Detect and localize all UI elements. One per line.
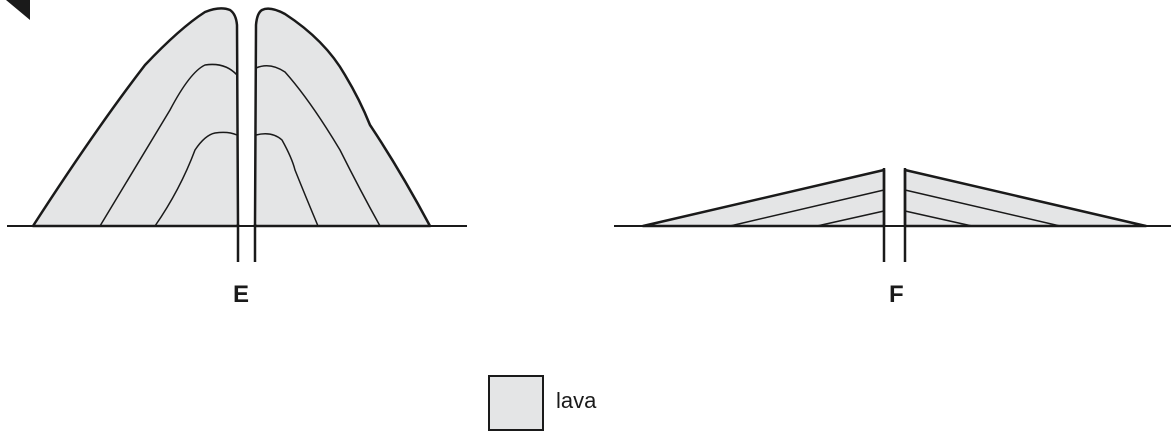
volcano-e-layer-line-left-inner xyxy=(154,131,238,227)
volcano-f-label: F xyxy=(889,281,904,308)
volcano-e-layer-line-right-inner xyxy=(255,133,319,227)
volcano-e-layer-line-right-outer xyxy=(255,65,381,227)
volcano-f-layer-line-left-outer xyxy=(729,189,885,227)
volcano-e-label: E xyxy=(233,281,250,308)
volcano-f-layer-line-left-inner xyxy=(816,210,885,227)
volcano-e-left-flank xyxy=(31,7,240,228)
volcano-f-layer-line-right-inner xyxy=(904,210,973,227)
volcano-f xyxy=(614,168,1171,262)
volcano-e-right-flank xyxy=(253,7,432,228)
legend-lava-swatch xyxy=(488,375,544,431)
legend-lava-label: lava xyxy=(556,388,597,413)
corner-tab-mark xyxy=(6,0,30,20)
volcano-e xyxy=(7,7,467,262)
volcano-e-layer-line-left-outer xyxy=(99,63,238,227)
volcano-f-layer-line-right-outer xyxy=(904,189,1061,227)
